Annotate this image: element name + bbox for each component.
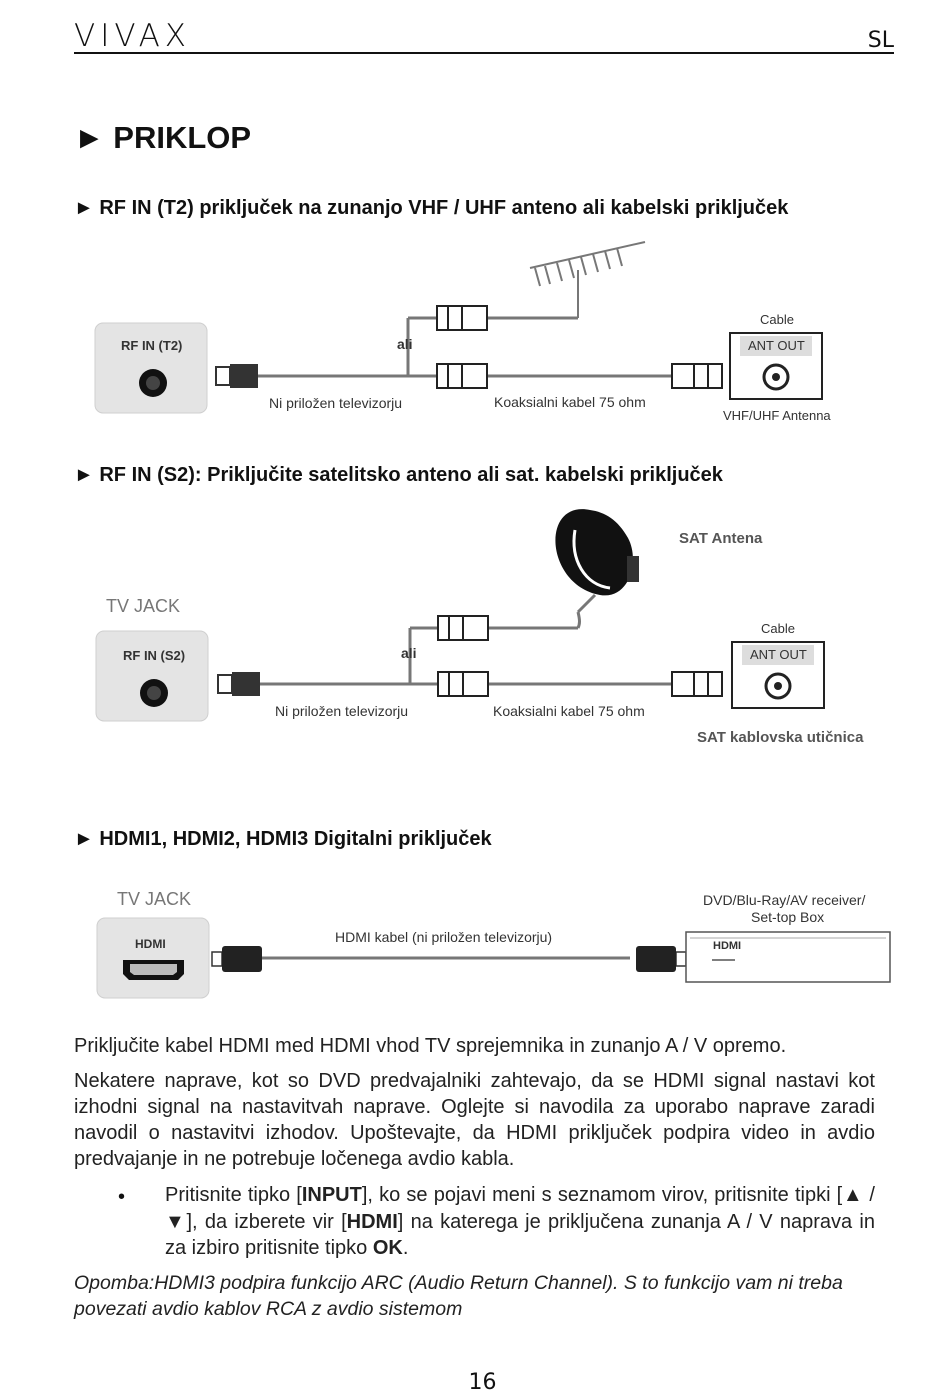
section3-heading: ► HDMI1, HDMI2, HDMI3 Digitalni priključ… [74, 828, 492, 850]
sat-socket-label: SAT kablovska utičnica [697, 729, 864, 746]
page-title: ► PRIKLOP [74, 120, 252, 155]
coax-connector-icon [437, 615, 723, 697]
tv-jack-label: TV JACK [106, 596, 180, 616]
tv-jack-label: TV JACK [117, 889, 191, 909]
cable-label: Cable [760, 312, 794, 327]
paragraph-2: Nekatere naprave, kot so DVD predvajalni… [74, 1070, 875, 1170]
set-top-box [685, 931, 891, 983]
bullet-part-4: . [402, 1237, 409, 1259]
language-code: SL [867, 28, 894, 53]
port-label: RF IN (S2) [123, 648, 185, 663]
coax-label: Koaksialni kabel 75 ohm [494, 394, 646, 410]
note: Opomba:HDMI3 podpira funkcijo ARC (Audio… [74, 1272, 843, 1320]
page-number: 16 [468, 1370, 497, 1395]
paragraph-1: Priključite kabel HDMI med HDMI vhod TV … [74, 1035, 787, 1057]
bullet-part-2: ], ko se pojavi meni s seznamom virov, p… [165, 1184, 875, 1233]
coax-plug-icon [215, 364, 258, 388]
or-label: ali [401, 645, 417, 661]
ant-out-label: ANT OUT [748, 338, 805, 353]
hdmi-plug-icon [636, 946, 687, 972]
coax-label: Koaksialni kabel 75 ohm [493, 703, 645, 719]
or-label: ali [397, 336, 413, 352]
coax-plug-icon [217, 672, 260, 696]
device-label-1: DVD/Blu-Ray/AV receiver/ [703, 892, 865, 908]
satellite-dish-icon [555, 509, 639, 614]
bullet-part-3: ] na katerega je priključena zunanja A /… [165, 1210, 875, 1260]
device-port-label: HDMI [713, 940, 741, 952]
port-label: HDMI [135, 937, 166, 951]
hdmi-cable-label: HDMI kabel (ni priložen televizorju) [335, 929, 552, 945]
tv-jack-panel [95, 630, 209, 722]
port-label: RF IN (T2) [121, 338, 182, 353]
bullet-part-1: Pritisnite tipko [ [165, 1184, 302, 1206]
section1-heading: ► RF IN (T2) priključek na zunanjo VHF /… [74, 197, 789, 219]
rf-s2-diagram: SAT Antena TV JACK RF IN (S2) ali Ni pri… [95, 509, 864, 746]
header-rule [74, 52, 894, 54]
brand-logo: VIVAX [74, 18, 192, 54]
antenna-label: VHF/UHF Antenna [723, 408, 831, 423]
hdmi-plug-icon [211, 946, 262, 972]
sat-antenna-label: SAT Antena [679, 530, 763, 547]
hdmi-diagram: TV JACK HDMI HDMI kabel (ni priložen tel… [96, 889, 891, 999]
not-included-label: Ni priložen televizorju [269, 395, 402, 411]
rf-t2-diagram: RF IN (T2) ali Ni priložen televizorju K… [94, 241, 831, 423]
cable-label: Cable [761, 621, 795, 636]
tv-jack-panel [94, 322, 208, 414]
bullet-text: Pritisnite tipko [INPUT], ko se pojavi m… [165, 1182, 875, 1262]
coax-connector-icon [436, 305, 723, 389]
section2-heading: ► RF IN (S2): Priključite satelitsko ant… [74, 464, 723, 486]
device-label-2: Set-top Box [751, 909, 824, 925]
tv-jack-panel [96, 917, 210, 999]
ok-key: OK [372, 1237, 403, 1259]
ant-out-label: ANT OUT [750, 647, 807, 662]
bullet-dot: • [118, 1186, 126, 1208]
vhf-uhf-antenna-icon [529, 241, 646, 318]
input-key: INPUT [301, 1184, 362, 1206]
not-included-label: Ni priložen televizorju [275, 703, 408, 719]
hdmi-key: HDMI [346, 1210, 398, 1233]
